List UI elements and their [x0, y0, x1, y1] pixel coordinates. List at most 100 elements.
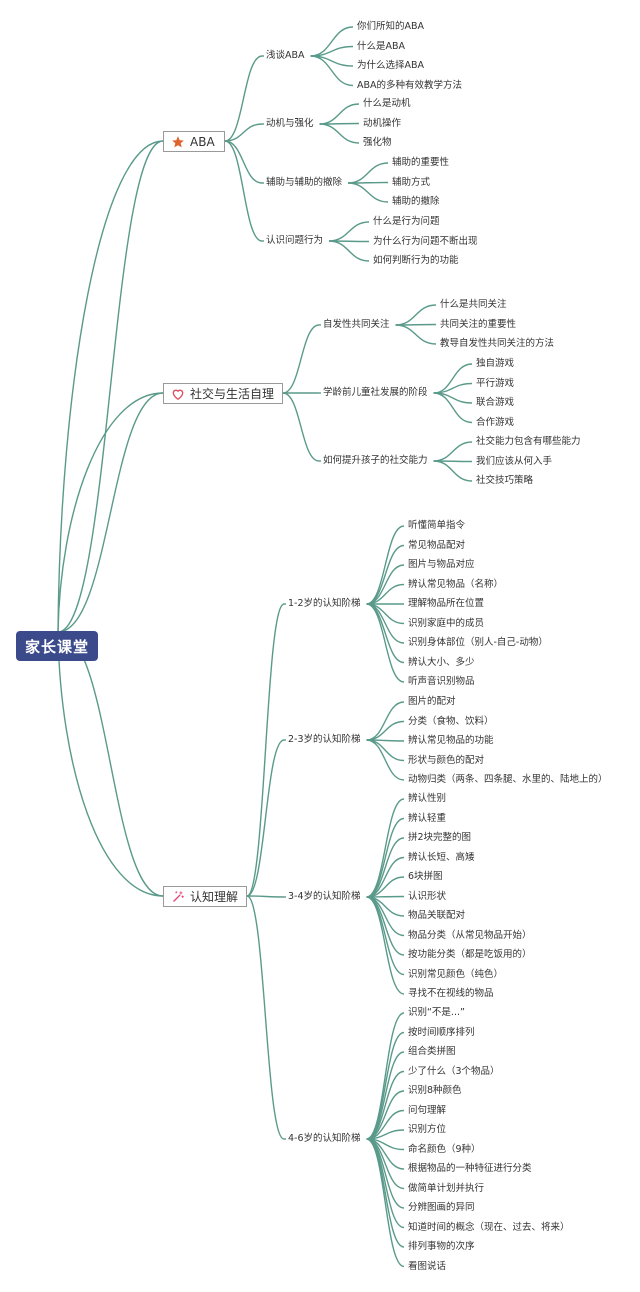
leaf-item[interactable]: 辨认大小、多少	[408, 656, 475, 668]
leaf-item[interactable]: 什么是共同关注	[440, 299, 507, 310]
leaf-item[interactable]: 组合类拼图	[408, 1046, 456, 1057]
connector-line	[366, 896, 405, 937]
leaf-item[interactable]: 听懂简单指令	[408, 520, 466, 531]
leaf-item[interactable]: 理解物品所在位置	[408, 598, 485, 609]
connector-line	[57, 631, 164, 897]
leaf-item[interactable]: 为什么选择ABA	[357, 60, 425, 71]
leaf-item[interactable]: 什么是行为问题	[373, 216, 440, 227]
connector-line	[366, 1138, 405, 1229]
leaf-item[interactable]: 物品关联配对	[408, 910, 466, 921]
leaf-item[interactable]: 辨认常见物品的功能	[408, 735, 494, 746]
leaf-item[interactable]: 社交能力包含有哪些能力	[476, 436, 581, 447]
leaf-item[interactable]: 按功能分类（都是吃饭用的）	[408, 949, 532, 960]
leaf-item[interactable]: 辨认常见物品（名称）	[408, 578, 504, 590]
leaf-item[interactable]: 识别方位	[408, 1124, 447, 1135]
group-label[interactable]: 3-4岁的认知阶梯	[288, 891, 361, 902]
leaf-item[interactable]: 识别身体部位（别人-自己-动物）	[408, 637, 548, 648]
leaf-item[interactable]: 辨认性别	[408, 793, 447, 804]
connector-line	[366, 896, 405, 976]
leaf-item[interactable]: 看图说话	[408, 1260, 447, 1272]
connector-line	[366, 1138, 405, 1268]
branch-node[interactable]: 认知理解	[163, 886, 247, 907]
leaf-item[interactable]: 识别家庭中的成员	[408, 617, 485, 629]
group-label[interactable]: 如何提升孩子的社交能力	[323, 455, 428, 466]
leaf-item[interactable]: 6块拼图	[408, 871, 443, 882]
branch-node[interactable]: ABA	[163, 131, 225, 152]
connector-line	[328, 240, 370, 262]
group-label[interactable]: 动机与强化	[266, 118, 314, 129]
branch-node[interactable]: 社交与生活自理	[163, 383, 283, 404]
group-label[interactable]: 4-6岁的认知阶梯	[288, 1133, 361, 1144]
branch-label: ABA	[190, 134, 215, 149]
leaf-item[interactable]: 辅助方式	[392, 176, 431, 188]
leaf-item[interactable]: ABA的多种有效教学方法	[357, 79, 463, 91]
leaf-item[interactable]: 辅助的撤除	[392, 196, 440, 207]
connector-line	[224, 123, 263, 142]
leaf-item[interactable]: 物品分类（从常见物品开始）	[408, 929, 532, 941]
leaf-item[interactable]: 为什么行为问题不断出现	[373, 235, 478, 247]
connector-line	[366, 1031, 405, 1140]
leaf-item[interactable]: 辨认长短、高矮	[408, 851, 475, 863]
leaf-item[interactable]: 辅助的重要性	[392, 157, 450, 168]
connector-line	[246, 895, 285, 1140]
leaf-item[interactable]: 你们所知的ABA	[357, 21, 425, 32]
connector-line	[366, 701, 405, 741]
group-label[interactable]: 1-2岁的认知阶梯	[288, 598, 361, 609]
leaf-item[interactable]: 合作游戏	[476, 416, 515, 428]
leaf-item[interactable]: 动机操作	[363, 117, 402, 129]
leaf-item[interactable]: 拼2块完整的图	[408, 832, 472, 843]
leaf-item[interactable]: 联合游戏	[476, 397, 515, 408]
leaf-item[interactable]: 识别“不是...”	[408, 1007, 465, 1018]
leaf-item[interactable]: 动物归类（两条、四条腿、水里的、陆地上的）	[408, 774, 608, 785]
root-node[interactable]: 家长课堂	[16, 631, 98, 661]
connector-line	[319, 103, 360, 125]
leaf-item[interactable]: 图片与物品对应	[408, 559, 475, 570]
leaf-item[interactable]: 如何判断行为的功能	[373, 255, 459, 266]
connector-line	[57, 140, 164, 633]
leaf-item[interactable]: 命名颜色（9种）	[408, 1143, 481, 1155]
leaf-item[interactable]: 按时间顺序排列	[408, 1026, 475, 1038]
leaf-item[interactable]: 认识形状	[408, 890, 447, 902]
group-label[interactable]: 自发性共同关注	[323, 319, 390, 330]
leaf-item[interactable]: 分辨图画的异同	[408, 1202, 475, 1213]
leaf-item[interactable]: 教导自发性共同关注的方法	[440, 338, 555, 349]
leaf-item[interactable]: 共同关注的重要性	[440, 318, 517, 330]
leaf-item[interactable]: 平行游戏	[476, 377, 515, 389]
connector-line	[57, 392, 164, 633]
connector-line	[366, 1070, 405, 1140]
leaf-item[interactable]: 什么是动机	[363, 98, 411, 109]
group-label[interactable]: 辅助与辅助的撤除	[266, 177, 343, 188]
leaf-item[interactable]: 做简单计划并执行	[408, 1182, 485, 1194]
leaf-item[interactable]: 排列事物的次序	[408, 1241, 475, 1252]
connector-line	[328, 221, 370, 242]
group-label[interactable]: 浅谈ABA	[266, 50, 305, 61]
leaf-item[interactable]: 什么是ABA	[357, 40, 406, 52]
leaf-item[interactable]: 形状与颜色的配对	[408, 754, 485, 766]
leaf-item[interactable]: 辨认轻重	[408, 812, 447, 824]
connector-line	[366, 720, 405, 741]
group-label[interactable]: 学龄前儿童社发展的阶段	[323, 387, 428, 398]
connector-line	[348, 181, 389, 184]
leaf-item[interactable]: 根据物品的一种特征进行分类	[408, 1163, 532, 1174]
leaf-item[interactable]: 问句理解	[408, 1104, 447, 1116]
connector-line	[366, 817, 405, 898]
leaf-item[interactable]: 社交技巧策略	[476, 475, 534, 486]
connector-line	[366, 603, 405, 683]
leaf-item[interactable]: 识别8种颜色	[408, 1085, 462, 1096]
connector-line	[366, 739, 405, 762]
group-label[interactable]: 2-3岁的认知阶梯	[288, 734, 361, 745]
leaf-item[interactable]: 少了什么（3个物品）	[408, 1065, 500, 1077]
connector-line	[246, 739, 285, 897]
leaf-item[interactable]: 图片的配对	[408, 696, 456, 707]
leaf-item[interactable]: 我们应该从何入手	[476, 455, 553, 467]
leaf-item[interactable]: 听声音识别物品	[408, 676, 475, 687]
leaf-item[interactable]: 常见物品配对	[408, 539, 466, 551]
connector-line	[433, 392, 473, 424]
leaf-item[interactable]: 强化物	[363, 137, 392, 148]
group-label[interactable]: 认识问题行为	[266, 235, 324, 246]
leaf-item[interactable]: 识别常见颜色（纯色）	[408, 968, 504, 980]
leaf-item[interactable]: 分类（食物、饮料）	[408, 715, 494, 727]
leaf-item[interactable]: 独自游戏	[476, 358, 515, 369]
leaf-item[interactable]: 知道时间的概念（现在、过去、将来）	[408, 1221, 570, 1233]
leaf-item[interactable]: 寻找不在视线的物品	[408, 988, 494, 999]
